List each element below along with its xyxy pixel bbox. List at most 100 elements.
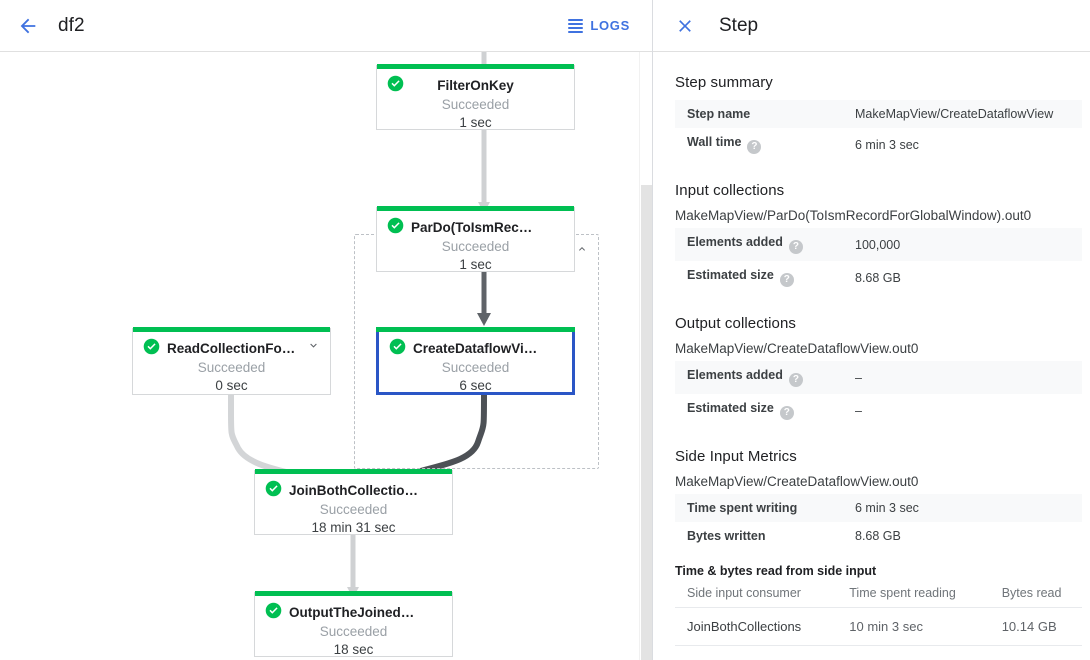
check-circle-icon bbox=[387, 75, 404, 92]
node-title: JoinBothCollections bbox=[289, 483, 421, 498]
node-title: OutputTheJoinedCollec… bbox=[289, 605, 452, 620]
node-status: Succeeded bbox=[441, 97, 510, 112]
cell-time-spent-reading: 10 min 3 sec bbox=[837, 607, 990, 646]
cell-bytes-read: 10.14 GB bbox=[989, 607, 1082, 646]
graph-node-filter-on-key[interactable]: FilterOnKey Succeeded 1 sec bbox=[376, 64, 575, 130]
row-value: – bbox=[855, 403, 862, 418]
row-key: Wall time bbox=[687, 135, 742, 149]
table-row: Estimated size? 8.68 GB bbox=[675, 261, 1082, 294]
section-heading-output-collections: Output collections bbox=[675, 315, 797, 332]
sub-heading-time-bytes-read: Time & bytes read from side input bbox=[675, 564, 877, 578]
node-duration: 1 sec bbox=[459, 115, 492, 130]
row-value: 100,000 bbox=[843, 228, 1082, 261]
node-duration: 18 min 31 sec bbox=[311, 520, 396, 535]
step-details-header: Step bbox=[653, 0, 1090, 52]
output-collections-table: Elements added? – Estimated size? – bbox=[675, 361, 1082, 427]
step-details-title: Step bbox=[719, 14, 759, 36]
row-key: Estimated size bbox=[687, 268, 774, 282]
column-header-time-spent-reading: Time spent reading bbox=[837, 580, 990, 608]
column-header-bytes-read: Bytes read bbox=[989, 580, 1082, 608]
logs-button[interactable]: LOGS bbox=[560, 12, 638, 39]
node-status-bar bbox=[255, 469, 452, 474]
node-duration: 6 sec bbox=[459, 378, 492, 393]
help-icon[interactable]: ? bbox=[788, 240, 803, 254]
node-status: Succeeded bbox=[441, 239, 510, 254]
graph-node-read-collection-for-join[interactable]: ReadCollectionForJoin Succeeded 0 sec bbox=[132, 327, 331, 395]
row-value: 8.68 GB bbox=[855, 529, 901, 543]
node-status: Succeeded bbox=[319, 624, 388, 639]
graph-node-create-dataflow-view[interactable]: CreateDataflowView Succeeded 6 sec bbox=[376, 327, 575, 395]
logs-button-label: LOGS bbox=[590, 18, 630, 33]
check-circle-icon bbox=[387, 217, 404, 234]
row-key: Elements added bbox=[687, 235, 783, 249]
node-status: Succeeded bbox=[197, 360, 266, 375]
check-circle-icon bbox=[143, 338, 160, 355]
table-row: Elements added? – bbox=[675, 361, 1082, 394]
node-duration: 18 sec bbox=[333, 642, 374, 657]
chevron-up-icon bbox=[579, 246, 585, 251]
row-value: – bbox=[843, 361, 1082, 394]
section-heading-input-collections: Input collections bbox=[675, 182, 785, 199]
row-value: 6 min 3 sec bbox=[855, 137, 919, 152]
node-status: Succeeded bbox=[441, 360, 510, 375]
node-title: CreateDataflowView bbox=[413, 341, 542, 356]
row-value: MakeMapView/CreateDataflowView bbox=[843, 100, 1082, 128]
node-title: FilterOnKey bbox=[437, 78, 514, 93]
column-header-side-input-consumer: Side input consumer bbox=[675, 580, 838, 608]
graph-vertical-scrollbar[interactable] bbox=[639, 52, 652, 660]
list-icon bbox=[568, 18, 584, 33]
check-circle-icon bbox=[265, 480, 282, 497]
table-header-row: Side input consumer Time spent reading B… bbox=[675, 580, 1082, 608]
row-value: 8.68 GB bbox=[855, 270, 901, 285]
graph-node-join-both-collections[interactable]: JoinBothCollections Succeeded 18 min 31 … bbox=[254, 469, 453, 535]
job-graph-pane: df2 LOGS bbox=[0, 0, 653, 660]
table-row: Step name MakeMapView/CreateDataflowView bbox=[675, 100, 1082, 128]
check-circle-icon bbox=[389, 338, 406, 355]
node-title: ParDo(ToIsmRecordFor… bbox=[411, 220, 574, 235]
node-duration: 0 sec bbox=[215, 378, 248, 393]
graph-toolbar: df2 LOGS bbox=[0, 0, 652, 52]
help-icon[interactable]: ? bbox=[788, 373, 803, 387]
scrollbar-thumb[interactable] bbox=[641, 185, 652, 660]
row-key: Time spent writing bbox=[687, 501, 798, 515]
graph-node-pardo-toismrecordfor[interactable]: ParDo(ToIsmRecordFor… Succeeded 1 sec bbox=[376, 206, 575, 272]
node-status-bar bbox=[377, 206, 574, 211]
node-status-bar bbox=[255, 591, 452, 596]
step-summary-table: Step name MakeMapView/CreateDataflowView… bbox=[675, 100, 1082, 161]
input-collections-table: Elements added? 100,000 Estimated size? … bbox=[675, 228, 1082, 294]
help-icon[interactable]: ? bbox=[747, 140, 762, 154]
input-collection-name: MakeMapView/ParDo(ToIsmRecordForGlobalWi… bbox=[675, 208, 1032, 223]
page-title: df2 bbox=[58, 14, 85, 36]
row-key: Estimated size bbox=[687, 401, 774, 415]
node-status-bar bbox=[376, 327, 575, 332]
step-details-body: Step summary Step name MakeMapView/Creat… bbox=[653, 52, 1090, 660]
section-heading-side-input-metrics: Side Input Metrics bbox=[675, 448, 797, 465]
graph-node-output-the-joined-collec[interactable]: OutputTheJoinedCollec… Succeeded 18 sec bbox=[254, 591, 453, 657]
side-input-consumers-table: Side input consumer Time spent reading B… bbox=[675, 580, 1082, 646]
step-details-pane: Step Step summary Step name MakeMapView/… bbox=[653, 0, 1090, 660]
help-icon[interactable]: ? bbox=[779, 406, 794, 420]
node-status: Succeeded bbox=[319, 502, 388, 517]
node-status-bar bbox=[133, 327, 330, 332]
help-icon[interactable]: ? bbox=[779, 273, 794, 287]
section-heading-step-summary: Step summary bbox=[675, 74, 773, 91]
close-icon bbox=[679, 19, 691, 32]
check-circle-icon bbox=[265, 602, 282, 619]
arrow-back-icon bbox=[20, 18, 36, 33]
node-title: ReadCollectionForJoin bbox=[167, 341, 315, 356]
output-collection-name: MakeMapView/CreateDataflowView.out0 bbox=[675, 341, 919, 356]
side-input-metrics-table: Time spent writing 6 min 3 sec Bytes wri… bbox=[675, 494, 1082, 550]
row-key: Elements added bbox=[687, 368, 783, 382]
table-row: Estimated size? – bbox=[675, 394, 1082, 427]
row-key: Bytes written bbox=[687, 529, 766, 543]
table-row: Wall time? 6 min 3 sec bbox=[675, 128, 1082, 161]
job-graph-canvas[interactable]: MakeMapView FilterOnKey Succeeded 1 se bbox=[0, 52, 652, 660]
chevron-down-icon[interactable] bbox=[307, 339, 320, 352]
node-duration: 1 sec bbox=[459, 257, 492, 272]
close-button[interactable] bbox=[665, 6, 705, 46]
row-value: 6 min 3 sec bbox=[843, 494, 1082, 522]
node-status-bar bbox=[377, 64, 574, 69]
table-row: Time spent writing 6 min 3 sec bbox=[675, 494, 1082, 522]
back-button[interactable] bbox=[8, 6, 48, 46]
table-row: JoinBothCollections 10 min 3 sec 10.14 G… bbox=[675, 607, 1082, 646]
